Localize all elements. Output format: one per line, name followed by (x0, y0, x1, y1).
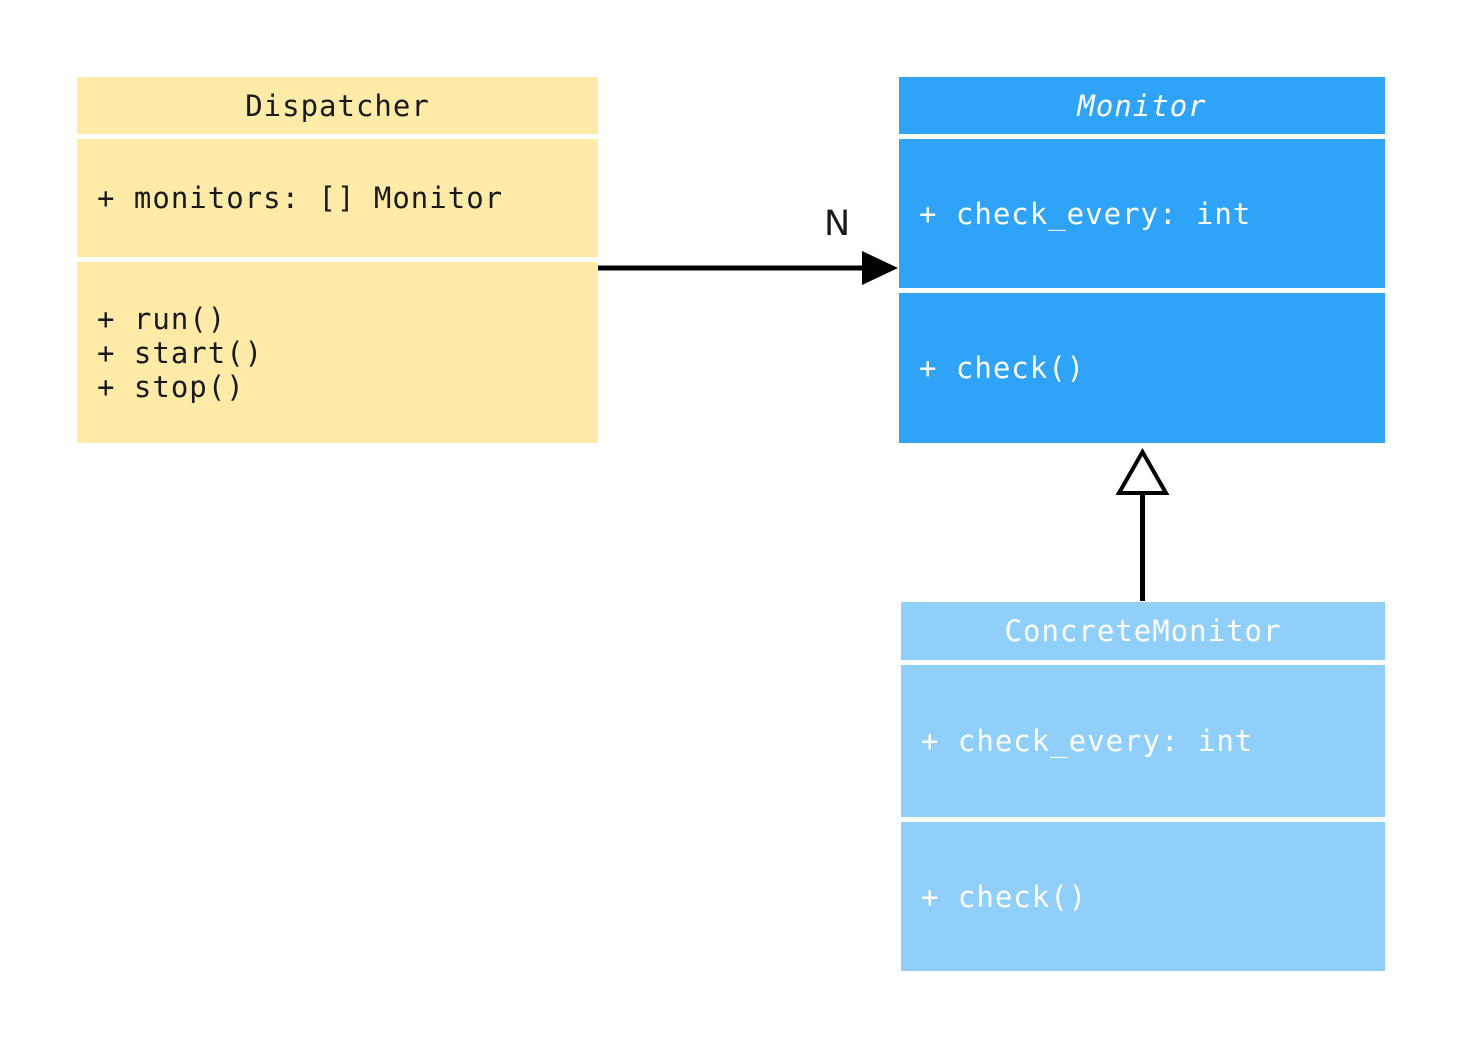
method-line: + run() (97, 301, 227, 336)
method-line: + check() (921, 879, 1088, 914)
class-title-monitor: Monitor (899, 77, 1385, 134)
class-title-dispatcher: Dispatcher (77, 77, 598, 134)
class-box-dispatcher: Dispatcher + monitors: [] Monitor + run(… (77, 77, 598, 443)
association-multiplicity-label: N (824, 204, 851, 244)
generalization-triangle-icon (1115, 447, 1170, 495)
class-attributes-dispatcher: + monitors: [] Monitor (77, 139, 598, 257)
association-arrowhead-icon (862, 251, 898, 285)
class-methods-monitor: + check() (899, 293, 1385, 443)
class-title-concretemonitor: ConcreteMonitor (901, 602, 1385, 660)
attribute-line: + monitors: [] Monitor (97, 181, 504, 215)
class-methods-dispatcher: + run() + start() + stop() (77, 262, 598, 443)
class-box-concretemonitor: ConcreteMonitor + check_every: int + che… (901, 602, 1385, 971)
class-attributes-concretemonitor: + check_every: int (901, 665, 1385, 817)
method-line: + check() (919, 351, 1086, 385)
class-box-monitor: Monitor + check_every: int + check() (899, 77, 1385, 443)
method-line: + stop() (97, 369, 245, 404)
attribute-line: + check_every: int (919, 196, 1252, 231)
class-attributes-monitor: + check_every: int (899, 139, 1385, 288)
class-methods-concretemonitor: + check() (901, 822, 1385, 971)
method-line: + start() (97, 335, 264, 370)
attribute-line: + check_every: int (921, 724, 1254, 758)
